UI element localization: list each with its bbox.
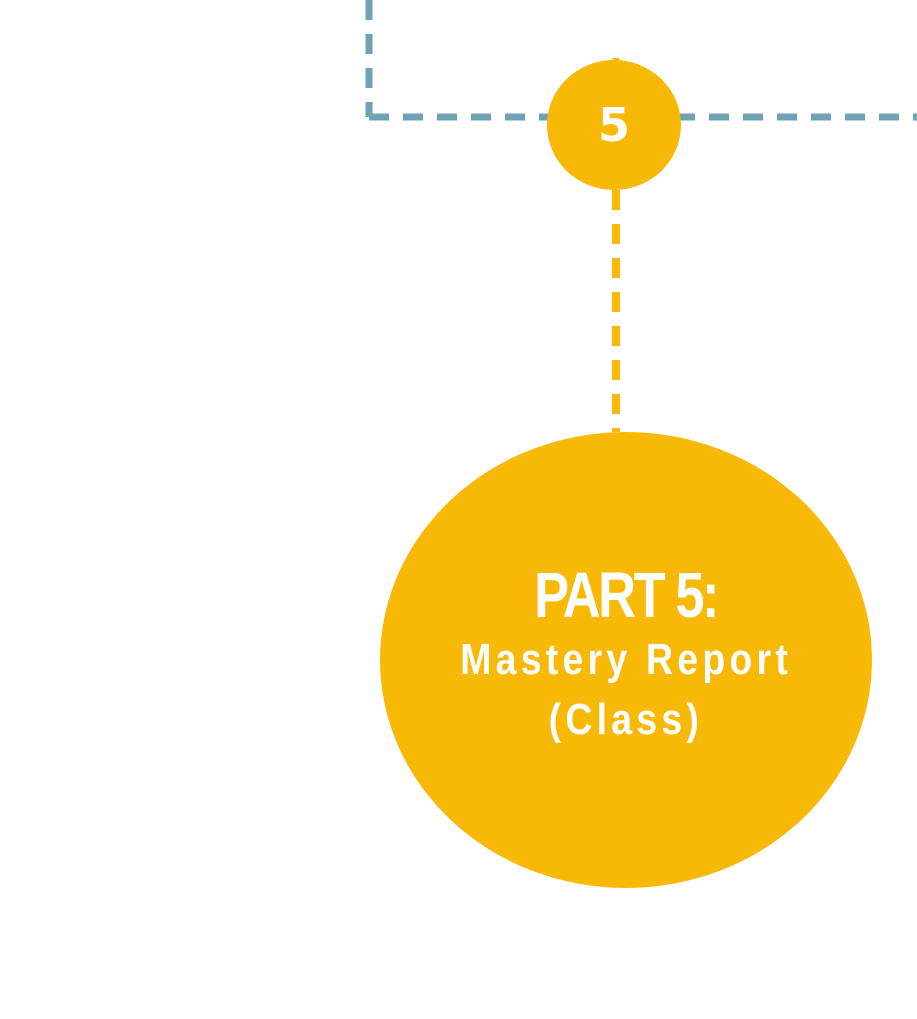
step-number-badge: 5 (547, 60, 681, 190)
part-title: PART 5: (534, 559, 720, 631)
step-number: 5 (597, 98, 630, 152)
part-subtitle-line-1: Mastery Report (460, 635, 792, 684)
part-subtitle-line-2: (Class) (548, 695, 704, 744)
part-circle: PART 5: Mastery Report (Class) (380, 432, 872, 888)
